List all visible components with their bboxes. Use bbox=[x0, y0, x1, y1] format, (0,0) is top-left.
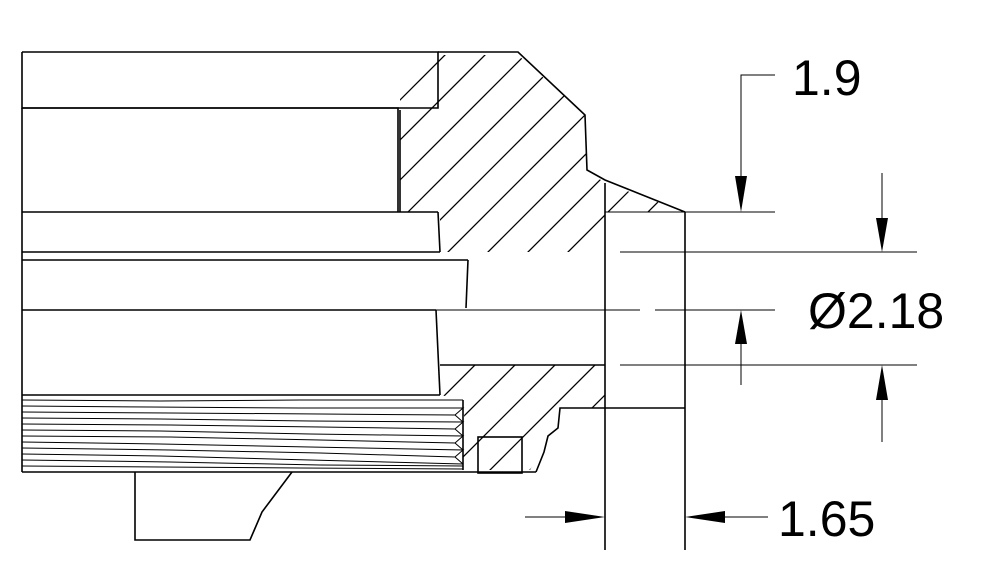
dimension-label-top-offset: 1.9 bbox=[792, 50, 862, 106]
lower-tab bbox=[134, 471, 293, 541]
extension-lines bbox=[400, 211, 917, 366]
body-outline bbox=[21, 51, 469, 472]
section-hatch-top bbox=[400, 55, 685, 252]
dimension-width: 1.65 bbox=[525, 491, 875, 547]
dimension-bore-diameter: Ø2.18 bbox=[735, 173, 944, 442]
top-profile bbox=[399, 51, 686, 213]
dimension-label-width: 1.65 bbox=[778, 491, 875, 547]
dimension-top-offset: 1.9 bbox=[735, 50, 862, 212]
dimension-label-bore-diameter: Ø2.18 bbox=[808, 283, 944, 339]
inner-profile bbox=[440, 183, 686, 550]
thread-lines bbox=[21, 399, 536, 473]
